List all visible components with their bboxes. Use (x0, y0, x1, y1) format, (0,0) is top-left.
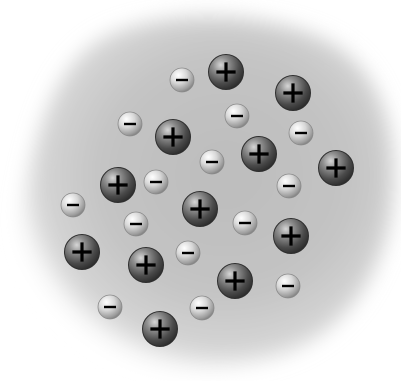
positive-ion (319, 151, 354, 186)
negative-electron (176, 241, 200, 265)
positive-ion (242, 137, 277, 172)
negative-electron (118, 112, 142, 136)
positive-ion (143, 312, 178, 347)
negative-electron (124, 212, 148, 236)
positive-ion (183, 192, 218, 227)
negative-electron (276, 274, 300, 298)
positive-ion (276, 76, 311, 111)
negative-electron (233, 211, 257, 235)
positive-ion (101, 168, 136, 203)
positive-ion (156, 120, 191, 155)
positive-ion (218, 264, 253, 299)
positive-ion (65, 235, 100, 270)
negative-electron (225, 104, 249, 128)
negative-electron (170, 68, 194, 92)
negative-electron (289, 121, 313, 145)
negative-electron (98, 295, 122, 319)
positive-ion (129, 248, 164, 283)
negative-electron (277, 174, 301, 198)
negative-electron (61, 193, 85, 217)
negative-electron (200, 150, 224, 174)
positive-ion (209, 55, 244, 90)
negative-electron (144, 170, 168, 194)
negative-electron (190, 296, 214, 320)
positive-ion (274, 219, 309, 254)
